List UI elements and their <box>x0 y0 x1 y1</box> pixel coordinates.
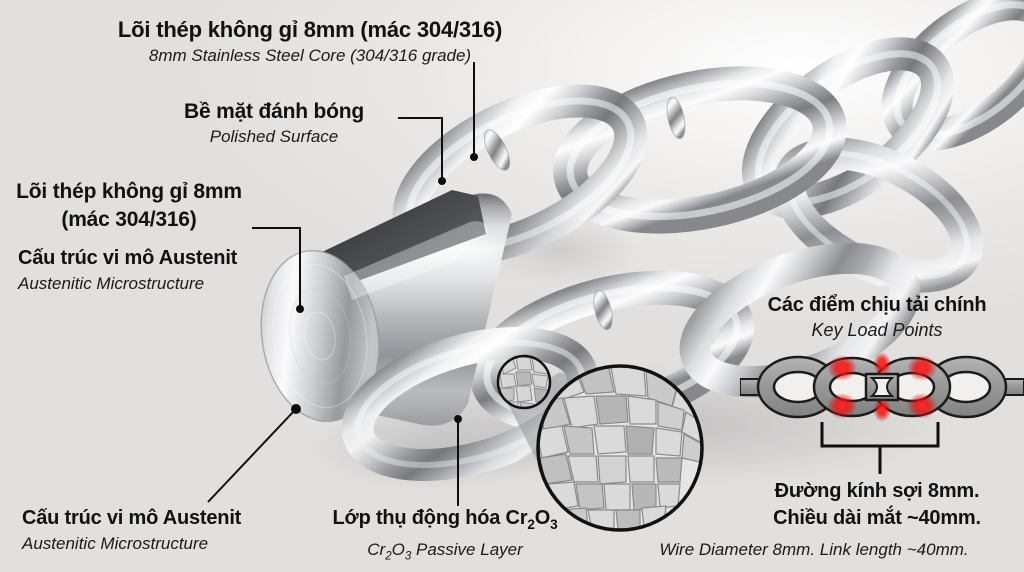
chain-link-far-right <box>881 0 1024 151</box>
label-austenite-left-en: Austenitic Microstructure <box>18 274 205 293</box>
passive-vi-sub2: 3 <box>550 517 558 532</box>
label-core-left-line1: Lõi thép không gỉ 8mm <box>16 180 242 203</box>
passive-en-prefix: Cr <box>367 540 386 559</box>
passive-en-suffix: Passive Layer <box>411 540 523 559</box>
brushed-texture <box>272 264 368 408</box>
label-polished: Bề mặt đánh bóng Polished Surface <box>150 98 398 149</box>
label-dimensions-en: Wire Diameter 8mm. Link length ~40mm. <box>659 540 969 559</box>
label-austenite-left-vi: Cấu trúc vi mô Austenit <box>18 247 238 269</box>
label-core-left: Lõi thép không gỉ 8mm (mác 304/316) <box>4 178 254 234</box>
label-polished-vi: Bề mặt đánh bóng <box>184 100 364 123</box>
passive-en-mid: O <box>391 540 405 559</box>
label-austenite-bottom-en: Austenitic Microstructure <box>22 534 209 553</box>
label-dimensions-vi-1: Đường kính sợi 8mm. <box>774 480 980 502</box>
label-core-left-line2: (mác 304/316) <box>61 208 197 231</box>
label-austenite-left: Cấu trúc vi mô Austenit Austenitic Micro… <box>18 245 288 296</box>
label-passive-layer-en: Cr2O3 Passive Layer <box>310 538 580 568</box>
label-austenite-bottom-vi: Cấu trúc vi mô Austenit <box>22 507 242 529</box>
label-passive-layer-vi: Lớp thụ động hóa Cr2O3 <box>310 505 580 538</box>
weld-bead-upper <box>483 96 686 331</box>
label-polished-en: Polished Surface <box>209 127 339 146</box>
passive-en-sub1: 2 <box>385 550 392 563</box>
label-dimensions-vi-2: Chiều dài mắt ~40mm. <box>773 507 981 529</box>
chain-link-center-horizontal <box>553 66 847 234</box>
label-dimensions: Đường kính sợi 8mm. Chiều dài mắt ~40mm. <box>730 478 1024 532</box>
passive-en-sub2: 3 <box>404 550 412 563</box>
label-core-top-en: 8mm Stainless Steel Core (304/316 grade) <box>148 46 472 65</box>
label-load-points-vi: Các điểm chịu tải chính <box>767 294 987 316</box>
schematic-bracket <box>810 418 950 476</box>
passive-vi-prefix: Lớp thụ động hóa Cr <box>332 507 528 529</box>
load-hotspots <box>827 352 937 422</box>
passive-vi-mid: O <box>534 507 551 529</box>
label-passive-layer: Lớp thụ động hóa Cr2O3 Cr2O3 Passive Lay… <box>310 505 580 568</box>
label-core-top: Lõi thép không gỉ 8mm (mác 304/316) 8mm … <box>60 16 560 68</box>
label-load-points: Các điểm chịu tải chính Key Load Points <box>730 292 1024 342</box>
load-points-schematic <box>739 352 1024 422</box>
label-load-points-en: Key Load Points <box>811 320 943 340</box>
label-austenite-bottom: Cấu trúc vi mô Austenit Austenitic Micro… <box>22 505 312 556</box>
passive-vi-sub1: 2 <box>527 517 535 532</box>
label-core-top-vi: Lõi thép không gỉ 8mm (mác 304/316) <box>117 17 503 42</box>
